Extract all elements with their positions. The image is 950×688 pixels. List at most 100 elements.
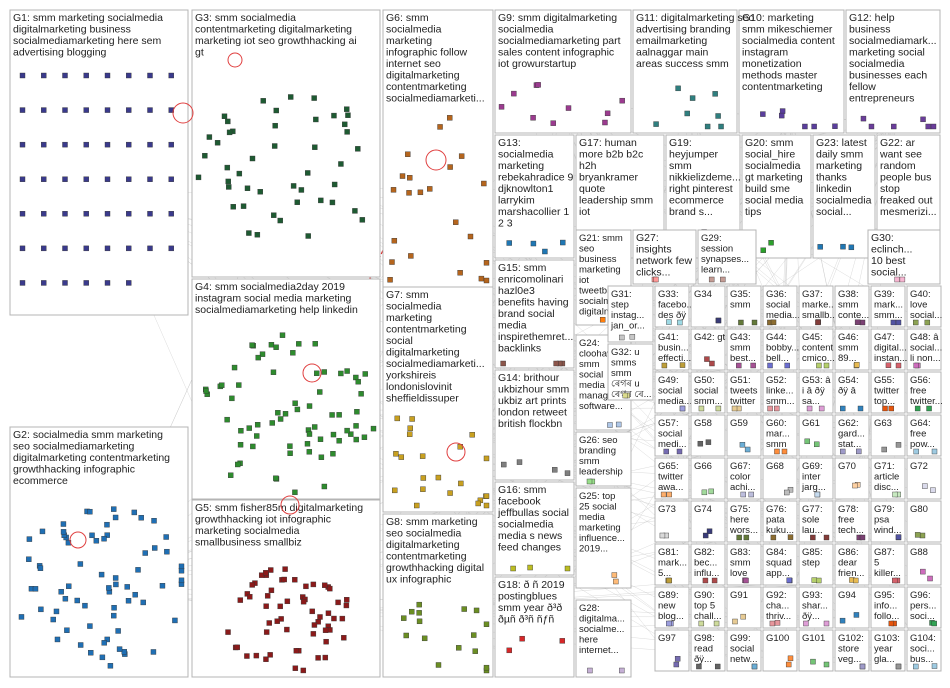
graph-node	[740, 491, 746, 498]
group-label-line: G104:	[910, 633, 936, 644]
graph-node	[832, 123, 838, 129]
group-label: G101	[802, 633, 825, 644]
group-label: G59	[730, 418, 748, 429]
group-border	[494, 369, 575, 481]
graph-node	[435, 662, 442, 668]
graph-node	[511, 90, 517, 97]
graph-node	[435, 474, 442, 481]
graph-node	[138, 515, 144, 521]
group-label-line: frien...	[838, 568, 864, 579]
graph-node	[306, 449, 313, 455]
group-label-line: new	[658, 601, 676, 612]
group-label-line: G37:	[802, 289, 823, 300]
group-label-line: tweets	[730, 386, 758, 397]
graph-node	[784, 489, 790, 496]
group-border	[191, 499, 381, 678]
graph-node	[704, 356, 710, 362]
graph-node	[238, 428, 244, 434]
graph-node	[311, 622, 318, 628]
graph-node	[914, 405, 921, 412]
group-label-line: G89:	[658, 590, 679, 601]
group-cell-g47: G47:digital...instan...	[870, 328, 907, 371]
group-label-line: G9: smm digitalmarketing	[498, 12, 617, 24]
graph-node	[684, 110, 690, 117]
graph-node	[147, 72, 153, 79]
group-label-line: smm	[611, 368, 632, 379]
graph-node	[930, 123, 937, 130]
graph-node	[107, 663, 114, 669]
group-label-line: london retweet	[498, 407, 567, 419]
graph-node	[224, 416, 230, 423]
group-label-line: G4: smm socialmedia2day 2019	[195, 281, 345, 293]
group-label-line: fellow	[849, 81, 876, 93]
graph-node	[147, 176, 153, 182]
group-label-line: smm...	[694, 396, 723, 407]
group-cell-g66: G66	[690, 457, 726, 500]
graph-node	[925, 123, 931, 130]
group-border	[382, 9, 494, 288]
graph-node	[244, 185, 251, 191]
graph-node	[274, 618, 280, 624]
graph-node	[237, 442, 244, 448]
graph-node	[446, 115, 453, 121]
group-label-line: i â ðÿ	[802, 386, 825, 397]
graph-node	[506, 240, 512, 246]
group-label-line: social...	[871, 267, 907, 279]
group-border	[191, 278, 381, 500]
group-label-line: soci...	[910, 611, 935, 622]
graph-node	[483, 493, 490, 499]
group-label-line: gard...	[838, 429, 865, 440]
graph-node	[206, 134, 213, 140]
graph-node	[421, 635, 428, 642]
group-label-line: smm	[579, 456, 600, 467]
graph-node	[225, 629, 231, 635]
group-label: G39:mark...smm...	[874, 289, 903, 321]
group-border	[867, 229, 941, 285]
graph-node	[99, 654, 106, 661]
group-label-line: G79:	[874, 504, 895, 515]
group-label-line: G82:	[694, 547, 715, 558]
graph-node	[83, 245, 89, 252]
group-label-line: G22: ar	[880, 137, 916, 149]
graph-node	[263, 656, 269, 662]
group-label-line: bryankramer	[579, 172, 638, 184]
graph-node	[329, 412, 335, 418]
graph-node	[810, 658, 816, 665]
graph-node	[359, 217, 366, 223]
group-label-line: marke...	[802, 300, 836, 311]
group-label-line: thriv...	[766, 611, 791, 622]
group-label-line: software...	[579, 401, 623, 412]
graph-node	[399, 173, 406, 179]
group-label-line: ðÿ â	[838, 386, 857, 397]
graph-node	[62, 72, 68, 79]
group-label-line: mark...	[658, 558, 687, 569]
group-label-line: G8: smm marketing	[386, 516, 478, 528]
hub-ring	[227, 52, 243, 68]
graph-node	[237, 597, 244, 603]
group-label-line: G62:	[838, 418, 859, 429]
group-label-line: socialmediamark...	[849, 35, 937, 47]
group-label: G34	[694, 289, 712, 300]
group-label-line: social media	[745, 195, 804, 207]
graph-node	[263, 603, 269, 609]
graph-node	[895, 362, 902, 369]
graph-node	[419, 453, 426, 459]
graph-node	[619, 334, 625, 341]
graph-node	[931, 663, 938, 669]
group-label-line: smm	[838, 300, 859, 311]
group-cell-g104: G104:soci...bus...	[906, 629, 942, 672]
group-border	[494, 576, 575, 678]
group-label-line: G71:	[874, 461, 895, 472]
graph-node	[284, 626, 290, 633]
